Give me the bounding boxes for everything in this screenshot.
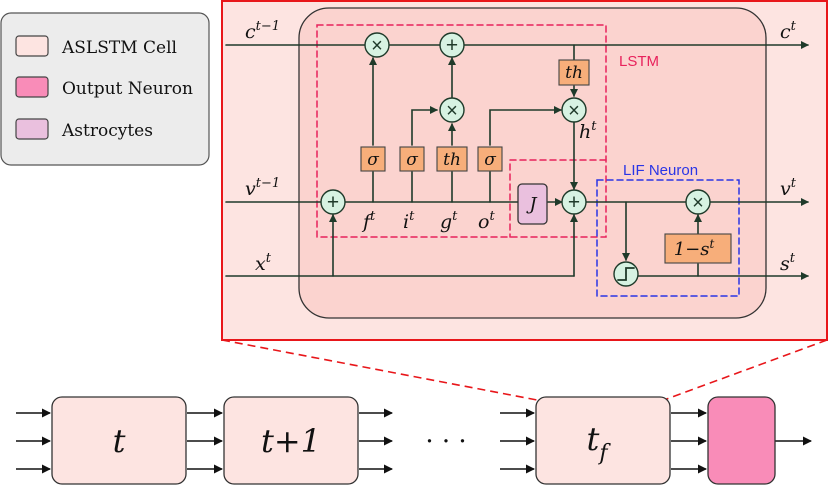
mul-op-input: × bbox=[439, 97, 465, 123]
label-g: gt bbox=[440, 209, 458, 233]
cell-wires bbox=[225, 41, 809, 280]
legend-swatch-output-neuron bbox=[15, 76, 49, 98]
add-symbol: + bbox=[568, 191, 580, 214]
lif-label: LIF Neuron bbox=[623, 162, 698, 179]
lstm-region bbox=[316, 24, 607, 238]
lstm-label: LSTM bbox=[619, 53, 659, 70]
tanh-label: th bbox=[443, 150, 461, 170]
astrocyte-label: J bbox=[525, 194, 538, 215]
step-icon bbox=[617, 267, 635, 281]
step-label-t: t bbox=[113, 422, 126, 460]
legend-label-astrocytes: Astrocytes bbox=[61, 121, 153, 141]
label-c-out: ct bbox=[780, 19, 797, 43]
mul-symbol: × bbox=[692, 192, 704, 214]
sigma-label: σ bbox=[406, 150, 418, 170]
cell-step-t-plus-1: t+1 bbox=[223, 396, 359, 485]
label-x: xt bbox=[255, 251, 272, 275]
mul-op-forget: × bbox=[364, 32, 390, 58]
aslstm-cell-detail: LSTM LIF Neuron bbox=[225, 7, 809, 319]
zoom-connector bbox=[221, 339, 828, 401]
cell-step-t-f: tf bbox=[535, 396, 671, 485]
output-neuron bbox=[707, 396, 776, 485]
reset-label: 1−st bbox=[674, 237, 715, 260]
legend-item-astrocytes: Astrocytes bbox=[15, 118, 153, 141]
tanh-box-gate: th bbox=[436, 146, 468, 172]
label-c-prev: ct−1 bbox=[245, 19, 280, 43]
label-o: ot bbox=[478, 209, 495, 233]
tanh-label: th bbox=[565, 63, 583, 83]
reset-box: 1−st bbox=[664, 233, 732, 264]
mul-symbol: × bbox=[568, 100, 580, 122]
add-op-cell: + bbox=[439, 32, 465, 58]
sigma-label: σ bbox=[484, 150, 496, 170]
add-op-membrane: + bbox=[561, 189, 587, 215]
add-op-v-input: + bbox=[320, 189, 346, 215]
legend-label-aslstm: ASLSTM Cell bbox=[61, 38, 177, 58]
lif-region bbox=[596, 179, 740, 297]
step-label-t-plus-1: t+1 bbox=[261, 422, 321, 460]
legend: ASLSTM Cell Output Neuron Astrocytes bbox=[0, 12, 210, 166]
tanh-box-cell: th bbox=[558, 59, 590, 86]
label-v-out: vt bbox=[780, 176, 797, 200]
label-h: ht bbox=[579, 119, 597, 143]
legend-label-output-neuron: Output Neuron bbox=[62, 79, 193, 99]
add-symbol: + bbox=[446, 34, 458, 57]
sigma-box-input: σ bbox=[399, 146, 425, 172]
astrocyte-box: J bbox=[517, 183, 548, 225]
sigma-label: σ bbox=[367, 150, 379, 170]
mul-op-reset: × bbox=[685, 189, 711, 215]
label-f: ft bbox=[361, 209, 376, 233]
label-i: it bbox=[403, 209, 415, 233]
sequence-ellipsis: · · · bbox=[425, 427, 466, 457]
cell-step-t: t bbox=[51, 396, 187, 485]
variable-labels: ct−1 vt−1 xt ct vt st ft it gt ot ht bbox=[245, 19, 797, 275]
label-s-out: st bbox=[780, 251, 796, 275]
sigma-box-forget: σ bbox=[360, 146, 386, 172]
zoom-line-left bbox=[221, 339, 538, 401]
legend-swatch-aslstm bbox=[15, 35, 49, 57]
add-symbol: + bbox=[327, 191, 339, 214]
mul-symbol: × bbox=[371, 35, 383, 57]
legend-swatch-astrocytes bbox=[15, 118, 49, 140]
sigma-box-output: σ bbox=[477, 146, 503, 172]
zoom-line-right bbox=[663, 339, 828, 401]
label-v-prev: vt−1 bbox=[245, 176, 280, 200]
legend-item-output-neuron: Output Neuron bbox=[15, 76, 193, 99]
mul-symbol: × bbox=[446, 100, 458, 122]
mul-op-output: × bbox=[561, 97, 587, 123]
step-function-op bbox=[613, 261, 639, 287]
legend-panel bbox=[0, 12, 210, 166]
sequence-arrows bbox=[16, 408, 812, 474]
legend-item-aslstm: ASLSTM Cell bbox=[15, 35, 177, 58]
cell-body bbox=[298, 7, 767, 319]
unrolled-sequence: t t+1 · · · tf bbox=[16, 396, 812, 485]
